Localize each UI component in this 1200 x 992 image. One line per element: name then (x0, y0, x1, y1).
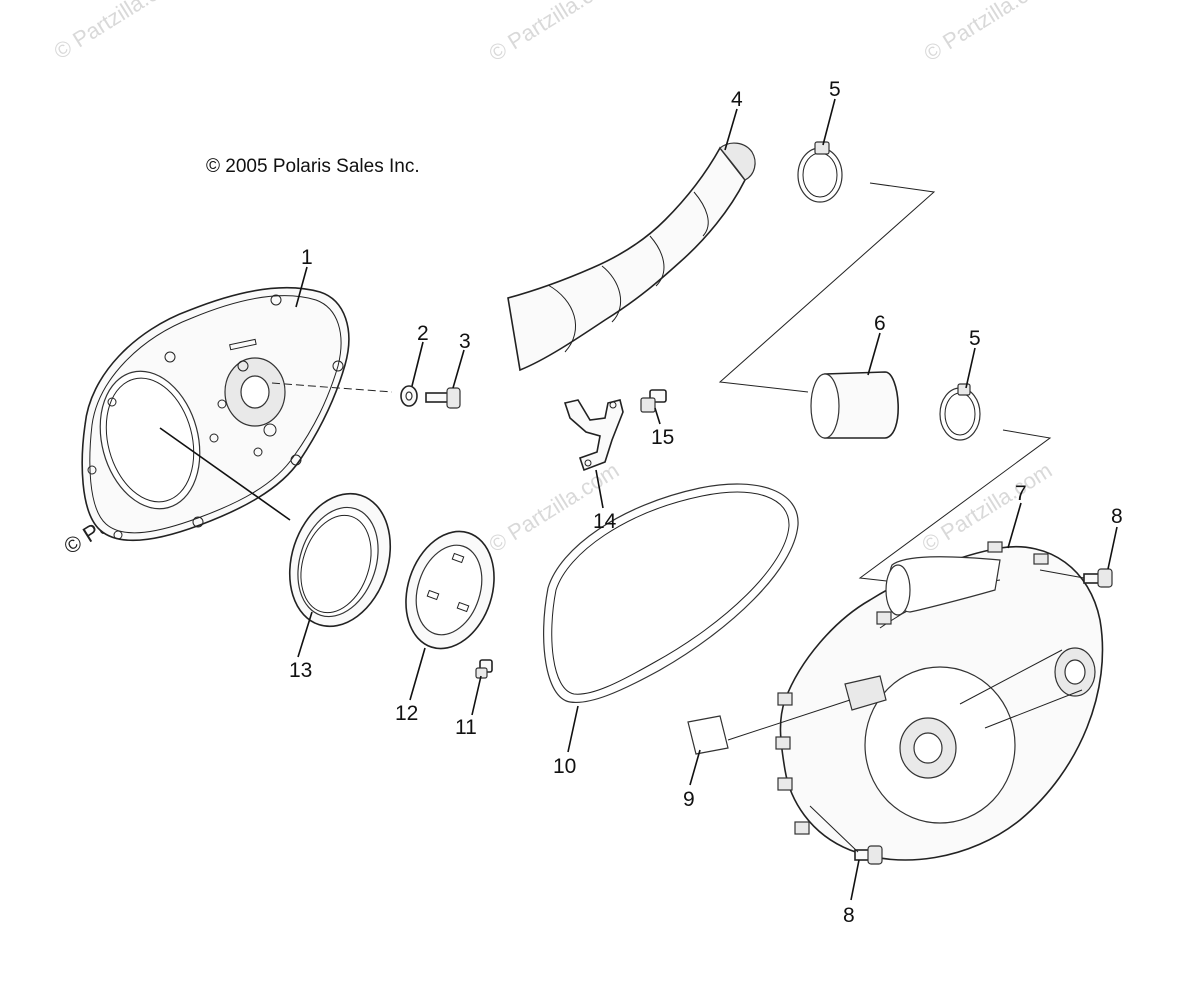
drive-belt (543, 483, 799, 704)
callout-15: 15 (651, 426, 674, 449)
callout-8-lower: 8 (843, 904, 855, 927)
callout-12: 12 (395, 702, 418, 725)
retainer-plate (405, 530, 495, 650)
callout-8-upper: 8 (1111, 505, 1123, 528)
hose-clamp-upper (797, 141, 843, 203)
cover-seal (288, 492, 392, 628)
bolt-8-upper (1039, 568, 1113, 588)
callout-11: 11 (455, 716, 477, 739)
watermark-top-center: © Partzilla.com (484, 0, 623, 66)
callout-1: 1 (301, 246, 313, 269)
bracket (563, 399, 624, 472)
callout-2: 2 (417, 322, 429, 345)
screw-15 (640, 389, 667, 413)
coupler-sleeve (810, 371, 899, 439)
outer-clutch-cover (775, 541, 1104, 861)
watermark-top-left: © Partzilla.com (49, 0, 188, 64)
screw-11 (475, 659, 493, 679)
callout-10: 10 (553, 755, 576, 778)
air-duct (507, 142, 756, 372)
inner-clutch-cover (81, 286, 350, 542)
callout-6: 6 (874, 312, 886, 335)
washer (400, 385, 418, 407)
hose-clamp-lower (939, 383, 981, 441)
callout-14: 14 (593, 510, 617, 533)
callout-4: 4 (731, 88, 743, 111)
watermark-right: © Partzilla.com (917, 457, 1056, 557)
copyright-text: © 2005 Polaris Sales Inc. (206, 156, 420, 177)
callout-7: 7 (1015, 482, 1027, 505)
callout-5-upper: 5 (829, 78, 841, 101)
callout-13: 13 (289, 659, 312, 682)
decal (687, 699, 851, 755)
callout-9: 9 (683, 788, 695, 811)
bolt-8-lower (809, 805, 883, 865)
callout-5-lower: 5 (969, 327, 981, 350)
callout-leaders (295, 98, 1118, 901)
bolt (425, 387, 461, 409)
watermark-top-right: © Partzilla.com (919, 0, 1058, 66)
callout-3: 3 (459, 330, 471, 353)
